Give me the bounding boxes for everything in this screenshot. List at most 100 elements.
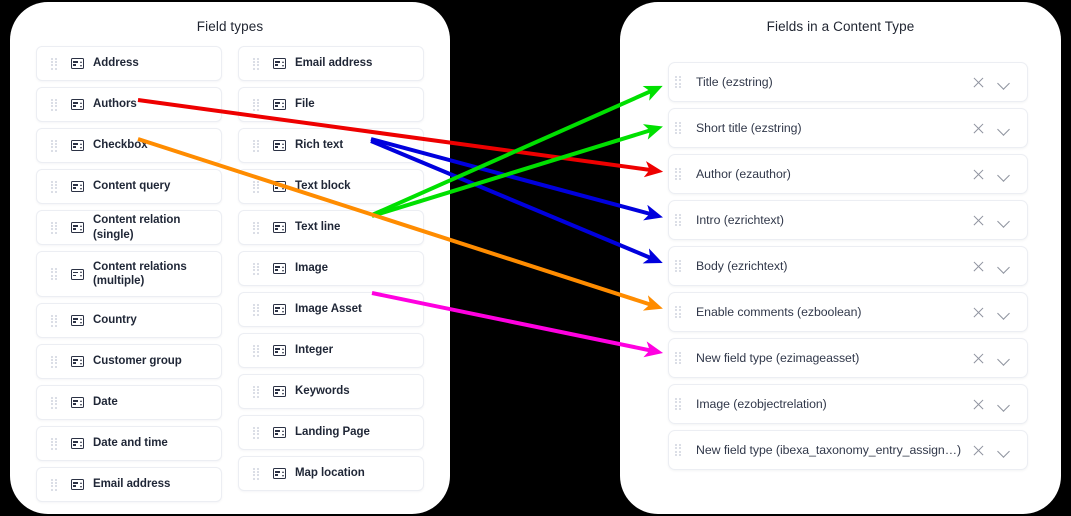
field-type-label: Checkbox [93,139,148,152]
drag-handle-icon[interactable] [675,168,682,181]
field-type-label: Country [93,314,137,327]
field-type-item[interactable]: Authors [36,87,222,122]
drag-handle-icon[interactable] [253,303,260,316]
drag-handle-icon[interactable] [51,355,58,368]
drag-handle-icon[interactable] [675,122,682,135]
chevron-down-icon[interactable] [996,397,1011,412]
chevron-down-icon[interactable] [996,167,1011,182]
drag-handle-icon[interactable] [253,221,260,234]
field-type-item[interactable]: Text line [238,210,424,245]
content-field-row[interactable]: Body (ezrichtext) [668,246,1028,286]
content-field-actions [971,259,1011,274]
drag-handle-icon[interactable] [253,180,260,193]
content-field-row[interactable]: Enable comments (ezboolean) [668,292,1028,332]
field-type-label: Rich text [295,139,344,152]
drag-handle-icon[interactable] [51,221,58,234]
drag-handle-icon[interactable] [51,98,58,111]
drag-handle-icon[interactable] [253,385,260,398]
content-type-fields-list: Title (ezstring) Short title (ezstring) Au… [668,62,1028,470]
close-icon[interactable] [971,351,986,366]
drag-handle-icon[interactable] [253,344,260,357]
field-type-item[interactable]: Email address [238,46,424,81]
drag-handle-icon[interactable] [51,478,58,491]
field-type-item[interactable]: Date [36,385,222,420]
drag-handle-icon[interactable] [51,396,58,409]
field-type-icon [273,468,286,479]
drag-handle-icon[interactable] [253,426,260,439]
field-type-item[interactable]: Text block [238,169,424,204]
field-type-item[interactable]: Content relation (single) [36,210,222,245]
drag-handle-icon[interactable] [253,262,260,275]
drag-handle-icon[interactable] [253,57,260,70]
drag-handle-icon[interactable] [51,314,58,327]
content-field-row[interactable]: Intro (ezrichtext) [668,200,1028,240]
field-type-item[interactable]: Checkbox [36,128,222,163]
field-type-icon [273,345,286,356]
content-field-row[interactable]: New field type (ibexa_taxonomy_entry_ass… [668,430,1028,470]
field-type-item[interactable]: Content query [36,169,222,204]
content-field-row[interactable]: Author (ezauthor) [668,154,1028,194]
content-field-row[interactable]: Image (ezobjectrelation) [668,384,1028,424]
close-icon[interactable] [971,167,986,182]
drag-handle-icon[interactable] [51,139,58,152]
field-type-item[interactable]: Country [36,303,222,338]
chevron-down-icon[interactable] [996,121,1011,136]
close-icon[interactable] [971,213,986,228]
field-type-item[interactable]: Email address [36,467,222,502]
field-type-icon [273,263,286,274]
drag-handle-icon[interactable] [253,139,260,152]
field-type-label: Map location [295,467,365,480]
drag-handle-icon[interactable] [51,180,58,193]
close-icon[interactable] [971,75,986,90]
chevron-down-icon[interactable] [996,351,1011,366]
chevron-down-icon[interactable] [996,213,1011,228]
field-type-icon [71,356,84,367]
drag-handle-icon[interactable] [51,57,58,70]
content-field-row[interactable]: Short title (ezstring) [668,108,1028,148]
field-type-item[interactable]: Map location [238,456,424,491]
field-type-icon [71,140,84,151]
drag-handle-icon[interactable] [675,214,682,227]
close-icon[interactable] [971,397,986,412]
drag-handle-icon[interactable] [675,398,682,411]
chevron-down-icon[interactable] [996,75,1011,90]
field-type-item[interactable]: Keywords [238,374,424,409]
content-field-row[interactable]: Title (ezstring) [668,62,1028,102]
close-icon[interactable] [971,121,986,136]
chevron-down-icon[interactable] [996,305,1011,320]
close-icon[interactable] [971,259,986,274]
field-type-item[interactable]: Integer [238,333,424,368]
drag-handle-icon[interactable] [253,467,260,480]
field-type-item[interactable]: Content relations (multiple) [36,251,222,297]
drag-handle-icon[interactable] [51,437,58,450]
chevron-down-icon[interactable] [996,259,1011,274]
content-field-actions [971,213,1011,228]
close-icon[interactable] [971,305,986,320]
chevron-down-icon[interactable] [996,443,1011,458]
drag-handle-icon[interactable] [675,76,682,89]
drag-handle-icon[interactable] [675,352,682,365]
drag-handle-icon[interactable] [675,306,682,319]
drag-handle-icon[interactable] [253,98,260,111]
field-type-item[interactable]: Address [36,46,222,81]
field-type-item[interactable]: Landing Page [238,415,424,450]
drag-handle-icon[interactable] [675,444,682,457]
close-icon[interactable] [971,443,986,458]
content-field-label: Enable comments (ezboolean) [696,305,862,319]
drag-handle-icon[interactable] [51,268,58,281]
field-type-item[interactable]: Rich text [238,128,424,163]
field-type-label: Date [93,396,118,409]
field-type-item[interactable]: Image Asset [238,292,424,327]
content-field-row[interactable]: New field type (ezimageasset) [668,338,1028,378]
field-type-item[interactable]: Image [238,251,424,286]
field-type-item[interactable]: Date and time [36,426,222,461]
field-type-item[interactable]: File [238,87,424,122]
field-type-label: File [295,98,315,111]
field-type-item[interactable]: Customer group [36,344,222,379]
field-type-icon [273,222,286,233]
field-type-label: Image Asset [295,303,362,316]
drag-handle-icon[interactable] [675,260,682,273]
field-type-label: Address [93,57,139,70]
